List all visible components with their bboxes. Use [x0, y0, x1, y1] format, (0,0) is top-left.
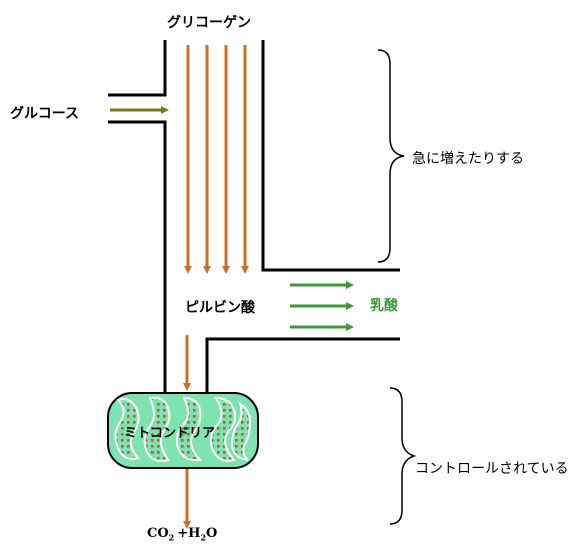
cristae [114, 396, 252, 462]
channel-walls [108, 40, 400, 393]
products-plus-h: +H [177, 526, 201, 541]
lactate-label: 乳酸 [370, 298, 398, 314]
left-wall-top [108, 40, 167, 97]
left-wall-bottom [108, 120, 167, 393]
glycogen-arrows [184, 45, 249, 274]
products-sub-2b: 2 [200, 532, 207, 543]
controlled-label: コントロールされている [415, 461, 569, 477]
right-wall-upper [261, 40, 400, 272]
mitochondrion-icon [107, 392, 259, 469]
lactate-arrows [290, 281, 354, 331]
products-o: O [206, 526, 218, 541]
right-wall-lower [205, 337, 400, 393]
products-label: CO2+H2O [147, 526, 217, 543]
products-co: CO [147, 526, 169, 541]
pyruvate-label: ピルビン酸 [185, 300, 255, 316]
products-sub-2: 2 [168, 532, 175, 543]
sudden-increase-label: 急に増えたりする [412, 151, 524, 167]
brace-bottom-icon [389, 387, 417, 525]
brace-top-icon [377, 49, 405, 263]
glucose-label: グルコース [10, 106, 80, 122]
mitochondria-label: ミトコンドリア [124, 426, 216, 441]
glycogen-label: グリコーゲン [167, 15, 251, 31]
